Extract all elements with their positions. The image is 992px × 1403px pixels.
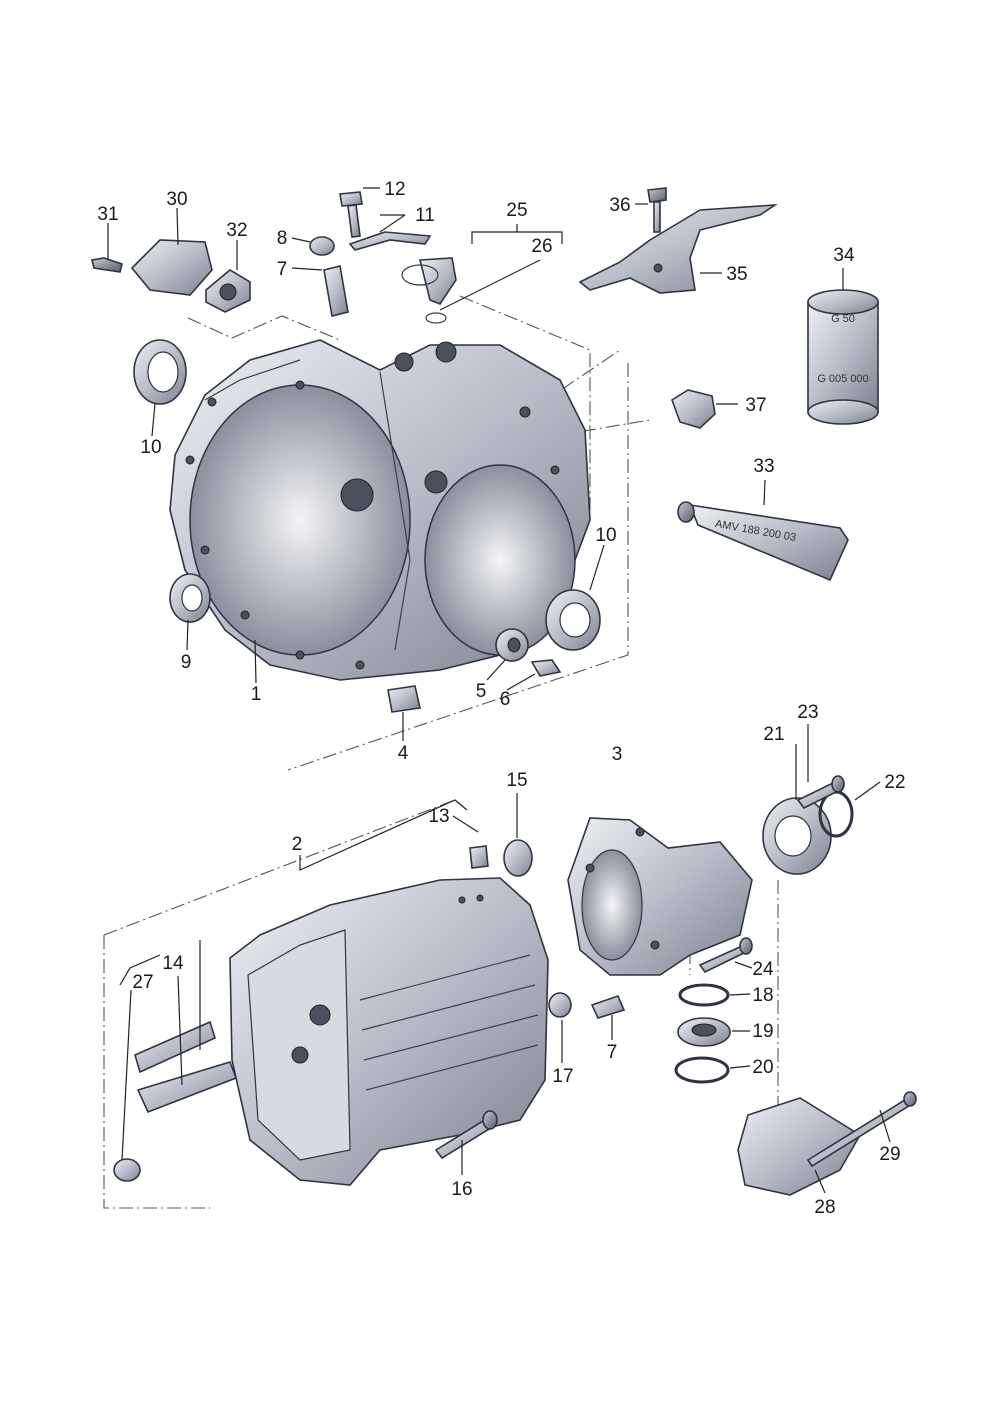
upper-small-parts <box>91 187 879 713</box>
callout-24: 24 <box>752 959 774 980</box>
callout-23: 23 <box>797 702 818 723</box>
callout-32: 32 <box>226 220 247 241</box>
callout-20: 20 <box>752 1057 773 1078</box>
callout-31: 31 <box>97 204 118 225</box>
lower-gearbox-housing <box>229 877 549 1186</box>
callout-9: 9 <box>181 652 192 673</box>
callout-4: 4 <box>398 743 409 764</box>
callout-17: 17 <box>552 1066 573 1087</box>
callout-labels: 1 2 3 4 5 6 7 7 8 9 10 10 11 12 13 14 15… <box>97 179 905 1218</box>
grease-can-code-text: G 005 000 <box>817 373 868 385</box>
callout-18: 18 <box>752 985 773 1006</box>
callout-14: 14 <box>162 953 184 974</box>
callout-35: 35 <box>726 264 747 285</box>
callout-26: 26 <box>531 236 552 257</box>
callout-7-upper: 7 <box>277 259 288 280</box>
callout-3: 3 <box>612 744 623 765</box>
callout-34: 34 <box>833 245 855 266</box>
callout-21: 21 <box>763 724 784 745</box>
callout-27: 27 <box>132 972 153 993</box>
callout-30: 30 <box>166 189 187 210</box>
grease-can-top-text: G 50 <box>831 313 855 325</box>
callout-1: 1 <box>251 684 262 705</box>
callout-8: 8 <box>277 228 288 249</box>
callout-22: 22 <box>884 772 905 793</box>
lower-small-parts <box>113 775 917 1196</box>
callout-5: 5 <box>476 681 487 702</box>
callout-2: 2 <box>292 834 303 855</box>
callout-25: 25 <box>506 200 527 221</box>
extension-housing <box>567 817 753 976</box>
callout-15: 15 <box>506 770 527 791</box>
callout-16: 16 <box>451 1179 472 1200</box>
callout-6: 6 <box>500 689 511 710</box>
callout-28: 28 <box>814 1197 835 1218</box>
callout-29: 29 <box>879 1144 900 1165</box>
callout-11: 11 <box>415 205 435 226</box>
callout-19: 19 <box>752 1021 773 1042</box>
upper-clutch-housing <box>169 339 591 681</box>
leader-lines <box>107 187 891 1194</box>
callout-37: 37 <box>745 395 766 416</box>
callout-10-right: 10 <box>595 525 616 546</box>
callout-12: 12 <box>384 179 405 200</box>
callout-33: 33 <box>753 456 774 477</box>
callout-36: 36 <box>609 195 630 216</box>
callout-7-lower: 7 <box>607 1042 618 1063</box>
callout-13: 13 <box>428 806 449 827</box>
callout-10-left: 10 <box>140 437 161 458</box>
